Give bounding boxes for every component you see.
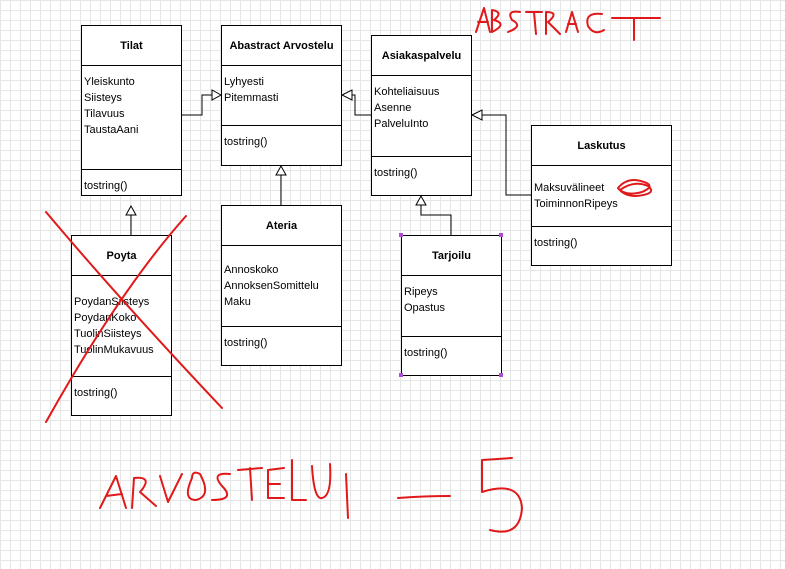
operation: tostring() [224,136,268,148]
attributes: Maksuvälineet ToiminnonRipeys [532,166,671,227]
operation: tostring() [534,237,578,249]
attributes: Kohteliaisuus Asenne PalveluInto [372,76,471,157]
class-poyta[interactable]: Poyta PoydanSiisteys PoydanKoko TuolinSi… [71,235,172,416]
attribute: Tilavuus [84,108,125,120]
attribute: TuolinMukavuus [74,344,154,356]
class-tilat[interactable]: Tilat Yleiskunto Siisteys Tilavuus Taust… [81,25,182,196]
attribute: Annoskoko [224,264,279,276]
operations: tostring() [222,327,341,351]
abstract-scribble [475,7,661,41]
attribute: Maku [224,296,251,308]
attribute: Siisteys [84,92,122,104]
operation: tostring() [74,387,118,399]
selection-handle[interactable] [399,373,403,377]
class-name: Poyta [72,236,171,276]
attribute: Kohteliaisuus [374,86,440,98]
operations: tostring() [372,157,471,181]
connector-laskutus-asiakaspalvelu [482,114,531,196]
class-name: Tilat [82,26,181,66]
class-arvostelu[interactable]: Abastract Arvostelu Lyhyesti Pitemmasti … [221,25,342,166]
attribute: AnnoksenSomittelu [224,280,319,292]
class-name: Laskutus [532,126,671,166]
poyta-cross [45,211,223,423]
operations: tostring() [532,227,671,251]
rating-one-scribble [345,473,349,519]
operations: tostring() [72,377,171,401]
class-name: Tarjoilu [402,236,501,276]
attribute: Pitemmasti [224,92,279,104]
attributes: Yleiskunto Siisteys Tilavuus TaustaAani [82,66,181,170]
connector-tilat-arvostelu [181,94,212,116]
class-ateria[interactable]: Ateria Annoskoko AnnoksenSomittelu Maku … [221,205,342,366]
operations: tostring() [222,126,341,150]
attributes: Annoskoko AnnoksenSomittelu Maku [222,246,341,327]
class-laskutus[interactable]: Laskutus Maksuvälineet ToiminnonRipeys t… [531,125,672,266]
arrowhead-ateria-arvostelu [275,164,287,176]
attribute: Ripeys [404,286,438,298]
operation: tostring() [84,180,128,192]
rating-dash-scribble [397,495,451,499]
connector-tarjoilu-asiakaspalvelu [420,205,452,235]
attribute: Yleiskunto [84,76,135,88]
class-asiakaspalvelu[interactable]: Asiakaspalvelu Kohteliaisuus Asenne Palv… [371,35,472,196]
operation: tostring() [374,167,418,179]
attribute: PoydanSiisteys [74,296,150,308]
operations: tostring() [402,337,501,361]
attribute: PalveluInto [374,118,429,130]
attribute: Asenne [374,102,412,114]
attributes: Lyhyesti Pitemmasti [222,66,341,126]
attribute: ToiminnonRipeys [534,198,618,210]
selection-handle[interactable] [499,373,503,377]
attribute: TuolinSiisteys [74,328,142,340]
operation: tostring() [224,337,268,349]
attributes: PoydanSiisteys PoydanKoko TuolinSiisteys… [72,276,171,377]
laskutus-scribble [617,179,652,197]
class-tarjoilu[interactable]: Tarjoilu Ripeys Opastus tostring() [401,235,502,376]
class-name: Ateria [222,206,341,246]
arrowhead-tarjoilu-asiakaspalvelu [415,194,427,206]
operations: tostring() [82,170,181,194]
attribute: PoydanKoko [74,312,137,324]
arrowhead-asiakaspalvelu-arvostelu [340,89,353,101]
class-name: Asiakaspalvelu [372,36,471,76]
selection-handle[interactable] [499,233,503,237]
selection-handle[interactable] [399,233,403,237]
arrowhead-tilat-arvostelu [211,89,223,101]
attribute: TaustaAani [84,124,139,136]
attribute: Opastus [404,302,445,314]
attributes: Ripeys Opastus [402,276,501,337]
connector-asiakaspalvelu-arvostelu [352,94,371,116]
rating-five-scribble [481,457,523,533]
attribute: Lyhyesti [224,76,264,88]
class-name: Abastract Arvostelu [222,26,341,66]
arvostelu-scribble [99,459,332,509]
operation: tostring() [404,347,448,359]
arrowhead-laskutus-asiakaspalvelu [470,109,483,121]
attribute: Maksuvälineet [534,182,605,194]
arrowhead-poyta-tilat [125,204,137,216]
